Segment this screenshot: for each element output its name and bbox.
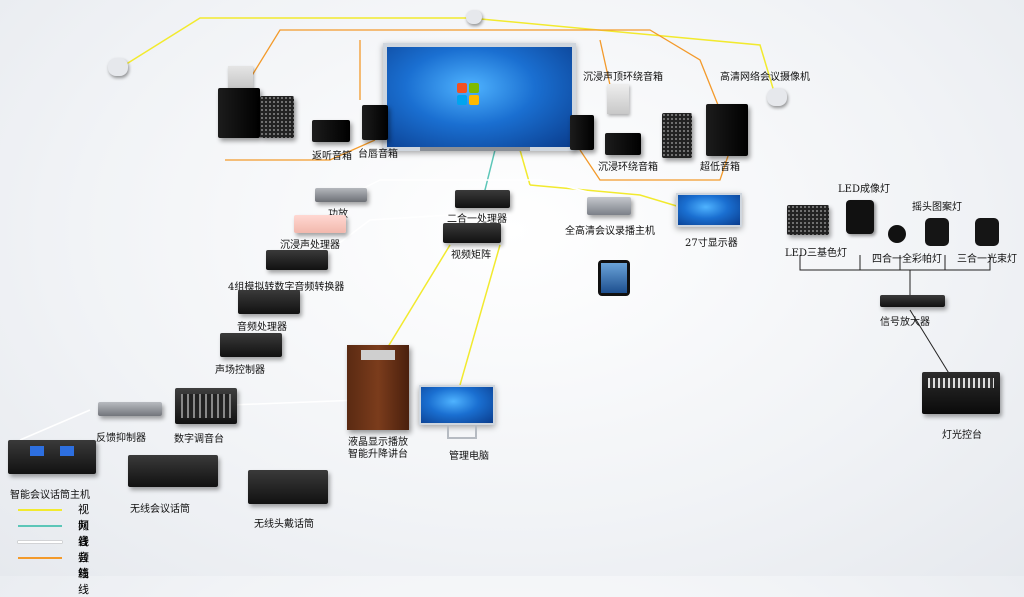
par-light bbox=[888, 225, 906, 243]
video-line-matrix-pc bbox=[459, 244, 501, 386]
label-conf-host: 智能会议话筒主机 bbox=[10, 490, 90, 501]
label-led-imaging: LED成像灯 bbox=[838, 184, 890, 195]
video-matrix bbox=[443, 223, 501, 243]
label-power-amp: 功放 bbox=[328, 205, 348, 220]
video-line-screen bbox=[519, 149, 531, 186]
label-adc: 4组模拟转数字音频转换器 bbox=[228, 282, 345, 293]
audio-line-rack bbox=[329, 214, 451, 251]
label-surround-speaker: 沉浸环绕音箱 bbox=[598, 162, 658, 173]
label-two-in-one: 二合一处理器 bbox=[447, 214, 507, 225]
led-par-panel bbox=[787, 205, 829, 235]
smart-podium bbox=[347, 345, 409, 430]
legend-label: 网线 bbox=[78, 519, 89, 548]
label-recorder: 全高清会议录播主机 bbox=[565, 226, 655, 237]
legend-label: 视频线 bbox=[78, 503, 89, 548]
led-imaging-light bbox=[846, 200, 874, 234]
label-wireless-mic: 无线会议话筒 bbox=[130, 504, 190, 515]
line-array-right bbox=[662, 113, 692, 158]
legend-swatch bbox=[18, 541, 62, 543]
legend-label: 音箱线 bbox=[78, 551, 89, 596]
adc-converter bbox=[266, 250, 328, 270]
moving-head-light bbox=[925, 218, 949, 246]
label-wireless-headset: 无线头戴话筒 bbox=[254, 519, 314, 530]
wireless-conference-mic bbox=[128, 455, 218, 487]
label-four-in-one: 四合一全彩帕灯 bbox=[872, 254, 942, 265]
wireless-headset-mic bbox=[248, 470, 328, 504]
video-line-matrix-podium bbox=[379, 244, 451, 361]
tablet bbox=[598, 260, 630, 296]
label-subwoofer: 超低音箱 bbox=[700, 162, 740, 173]
stage-speaker-right bbox=[570, 115, 594, 150]
conference-mic-host bbox=[8, 440, 96, 474]
audio-processor bbox=[238, 290, 300, 314]
label-lip-speaker: 台唇音箱 bbox=[358, 149, 398, 160]
label-led-three: LED三基色灯 bbox=[785, 248, 847, 259]
label-hd-camera: 高清网络会议摄像机 bbox=[720, 72, 810, 83]
label-mixer: 数字调音台 bbox=[174, 434, 224, 445]
surround-speaker bbox=[605, 133, 641, 155]
sound-field-controller bbox=[220, 333, 282, 357]
dmx-line-console bbox=[909, 309, 951, 376]
line-array-left bbox=[260, 96, 294, 138]
label-sound-controller: 声场控制器 bbox=[215, 365, 265, 376]
ptz-camera-top bbox=[466, 10, 482, 24]
immersive-processor bbox=[294, 215, 346, 233]
audio-line-mic bbox=[19, 409, 91, 441]
power-amplifier bbox=[315, 188, 367, 202]
main-display-base bbox=[420, 147, 530, 151]
label-moving-head: 摇头图案灯 bbox=[912, 202, 962, 213]
main-display bbox=[383, 43, 576, 151]
digital-mixer bbox=[175, 388, 237, 424]
video-line-recorder bbox=[529, 184, 691, 211]
ptz-camera-left bbox=[108, 58, 128, 76]
subwoofer-left bbox=[218, 88, 260, 138]
speaker-line-left bbox=[225, 139, 376, 161]
legend-label: 音频线 bbox=[78, 535, 89, 580]
label-ceiling-surround: 沉浸声顶环绕音箱 bbox=[583, 72, 663, 83]
audio-line-mixer bbox=[229, 399, 361, 406]
monitor-27 bbox=[676, 193, 742, 227]
feedback-suppressor bbox=[98, 402, 162, 416]
beam-light bbox=[975, 218, 999, 246]
label-podium: 液晶显示播放 智能升降讲台 bbox=[348, 437, 408, 460]
label-feedback: 反馈抑制器 bbox=[96, 433, 146, 444]
label-signal-amp: 信号放大器 bbox=[880, 317, 930, 328]
lip-speaker bbox=[362, 105, 388, 140]
return-speaker bbox=[312, 120, 350, 142]
label-monitor27: 27寸显示器 bbox=[685, 238, 738, 249]
label-mgmt-pc: 管理电脑 bbox=[449, 451, 489, 462]
ceiling-surround-speaker bbox=[607, 84, 629, 114]
label-three-in-one: 三合一光束灯 bbox=[957, 254, 1017, 265]
label-video-matrix: 视频矩阵 bbox=[451, 250, 491, 261]
recording-host bbox=[587, 197, 631, 215]
legend-swatch bbox=[18, 557, 62, 559]
system-diagram: 高清网络会议摄像机 返听音箱 台唇音箱 沉浸声顶环绕音箱 沉浸环绕音箱 超低音箱… bbox=[8, 10, 1017, 596]
legend-swatch bbox=[18, 509, 62, 511]
lighting-console bbox=[922, 372, 1000, 414]
signal-amplifier bbox=[880, 295, 945, 307]
label-audio-processor: 音频处理器 bbox=[237, 322, 287, 333]
label-return-speaker: 返听音箱 bbox=[312, 151, 352, 162]
two-in-one-processor bbox=[455, 190, 510, 208]
legend-swatch bbox=[18, 525, 62, 527]
speaker-line-right bbox=[579, 149, 731, 181]
subwoofer-right bbox=[706, 104, 748, 156]
speaker-line-ceiling-right bbox=[599, 39, 611, 86]
label-immersive-processor: 沉浸声处理器 bbox=[280, 240, 340, 251]
management-pc-stand bbox=[447, 425, 477, 439]
ptz-camera-right bbox=[767, 88, 787, 106]
label-light-console: 灯光控台 bbox=[942, 430, 982, 441]
windows-logo-icon bbox=[457, 83, 479, 105]
speaker-line-top bbox=[239, 29, 721, 111]
management-pc bbox=[419, 385, 495, 425]
dmx-line-bus bbox=[799, 255, 991, 271]
